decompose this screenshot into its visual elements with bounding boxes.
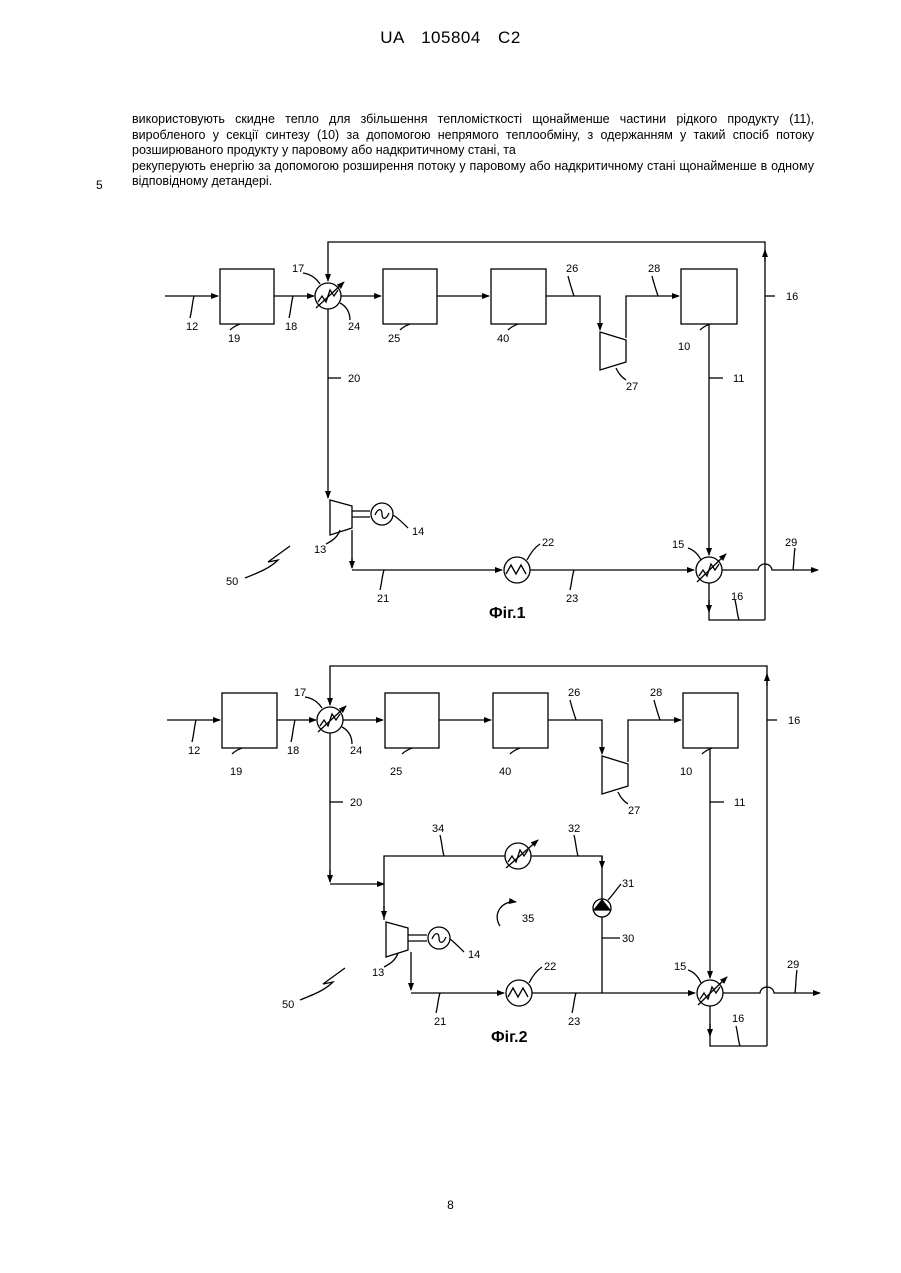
block-19 — [222, 693, 277, 748]
label-19: 19 — [228, 333, 240, 345]
label-29: 29 — [785, 537, 797, 549]
label-34: 34 — [432, 823, 444, 835]
label-24: 24 — [348, 321, 360, 333]
label-20: 20 — [350, 797, 362, 809]
expander-13-icon — [330, 500, 352, 535]
label-16-bottom: 16 — [731, 591, 743, 603]
label-28: 28 — [650, 687, 662, 699]
circulation-35-icon — [497, 902, 516, 926]
label-11: 11 — [733, 373, 744, 385]
label-21: 21 — [377, 593, 389, 605]
label-14: 14 — [412, 526, 424, 538]
label-32: 32 — [568, 823, 580, 835]
label-23: 23 — [566, 593, 578, 605]
block-10-synthesis — [683, 693, 738, 748]
label-16-top: 16 — [788, 715, 800, 727]
figure-2: 12 19 18 17 24 25 40 26 27 28 10 16 11 2… — [167, 666, 820, 1046]
block-40 — [493, 693, 548, 748]
label-13: 13 — [314, 544, 326, 556]
label-16-top: 16 — [786, 291, 798, 303]
label-40: 40 — [497, 333, 509, 345]
label-40: 40 — [499, 766, 511, 778]
label-15: 15 — [672, 539, 684, 551]
block-25 — [383, 269, 437, 324]
label-12: 12 — [188, 745, 200, 757]
block-25 — [385, 693, 439, 748]
label-25: 25 — [390, 766, 402, 778]
arrow-50-icon — [300, 968, 345, 1000]
arrow-50-icon — [245, 546, 290, 578]
label-12: 12 — [186, 321, 198, 333]
label-17: 17 — [292, 263, 304, 275]
figure-1: 12 19 18 17 24 25 40 26 27 28 10 16 11 2… — [165, 242, 818, 622]
label-26: 26 — [568, 687, 580, 699]
figure-1-caption: Фіг.1 — [489, 605, 526, 622]
label-50: 50 — [282, 999, 294, 1011]
block-10-synthesis — [681, 269, 737, 324]
label-22: 22 — [542, 537, 554, 549]
label-35: 35 — [522, 913, 534, 925]
figure-2-caption: Фіг.2 — [491, 1029, 528, 1046]
label-14: 14 — [468, 949, 480, 961]
label-10: 10 — [680, 766, 692, 778]
label-11: 11 — [734, 797, 745, 809]
page-number: 8 — [0, 1198, 901, 1212]
label-31: 31 — [622, 878, 634, 890]
label-18: 18 — [285, 321, 297, 333]
label-25: 25 — [388, 333, 400, 345]
label-19: 19 — [230, 766, 242, 778]
label-26: 26 — [566, 263, 578, 275]
label-30: 30 — [622, 933, 634, 945]
label-21: 21 — [434, 1016, 446, 1028]
label-20: 20 — [348, 373, 360, 385]
block-40 — [491, 269, 546, 324]
label-22: 22 — [544, 961, 556, 973]
expander-13-icon — [386, 922, 408, 957]
label-28: 28 — [648, 263, 660, 275]
label-23: 23 — [568, 1016, 580, 1028]
label-29: 29 — [787, 959, 799, 971]
label-13: 13 — [372, 967, 384, 979]
label-27: 27 — [628, 805, 640, 817]
label-16-bottom: 16 — [732, 1013, 744, 1025]
label-10: 10 — [678, 341, 690, 353]
expander-27-icon — [600, 332, 626, 370]
label-18: 18 — [287, 745, 299, 757]
label-27: 27 — [626, 381, 638, 393]
label-15: 15 — [674, 961, 686, 973]
label-24: 24 — [350, 745, 362, 757]
block-19 — [220, 269, 274, 324]
label-50: 50 — [226, 576, 238, 588]
expander-27-icon — [602, 756, 628, 794]
label-17: 17 — [294, 687, 306, 699]
